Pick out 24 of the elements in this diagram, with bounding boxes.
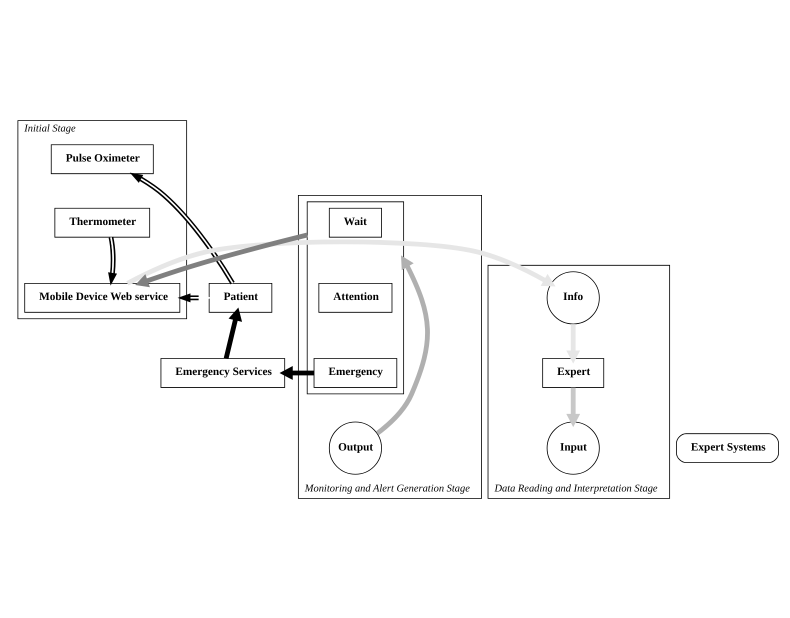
- node-box: Pulse Oximeter: [50, 144, 154, 174]
- node-box: Emergency Services: [160, 358, 286, 388]
- arrow: [130, 172, 235, 284]
- node-circle: Output: [328, 421, 382, 474]
- arrow: [224, 306, 242, 358]
- node-box: Expert Systems: [676, 432, 779, 462]
- arrow: [280, 366, 314, 380]
- arrow: [135, 232, 308, 287]
- node-box: Attention: [318, 282, 392, 312]
- node-box: Mobile Device Web service: [24, 282, 180, 312]
- arrow: [566, 387, 580, 427]
- arrow: [108, 236, 118, 286]
- cluster: [306, 200, 404, 394]
- node-box: Thermometer: [54, 207, 150, 238]
- node-circle: Info: [546, 270, 600, 324]
- arrow: [376, 254, 430, 435]
- node-box: Patient: [208, 282, 272, 312]
- node-box: Emergency: [314, 358, 398, 388]
- node-circle: Input: [546, 421, 600, 474]
- node-box: Expert: [542, 358, 604, 388]
- arrow: [126, 239, 556, 286]
- arrow: [566, 324, 580, 364]
- arrow: [178, 292, 212, 302]
- node-box: Wait: [328, 207, 382, 238]
